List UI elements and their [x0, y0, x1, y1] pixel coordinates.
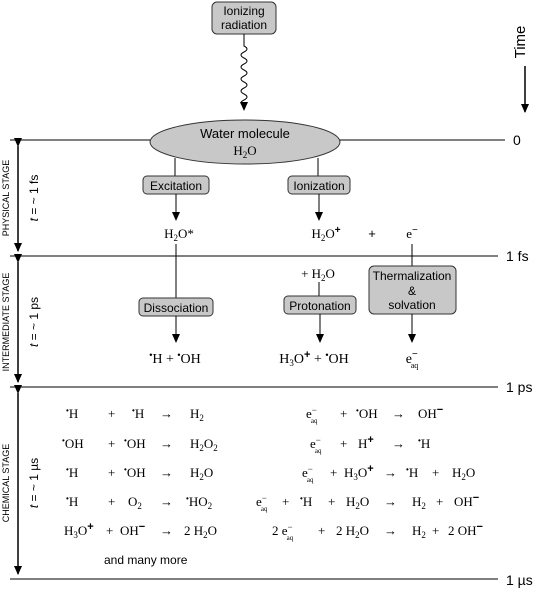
physical-stage-label: PHYSICAL STAGE [1, 160, 11, 237]
excitation-label: Excitation [150, 179, 202, 193]
time-axis-label: Time [512, 26, 529, 59]
reaction-left-4: •H+O2→•HO2 [66, 494, 212, 511]
free-electron: e− [406, 225, 418, 241]
water-molecule-ellipse [149, 119, 341, 165]
reaction-right-4: e−aq+•H+H2O→H2+OH− [256, 492, 479, 513]
physical-stage-duration: t = ~ 1 fs [27, 175, 41, 222]
intermediate-stage-label: INTERMEDIATE STAGE [1, 273, 11, 372]
time-mark-1ps: 1 ps [506, 379, 532, 395]
reaction-left-5: H3O++OH−→2 H2O [64, 521, 217, 540]
time-mark-1fs: 1 fs [506, 248, 529, 264]
ionizing-radiation-line1: Ionizing [223, 4, 264, 18]
reaction-left-2: •OH+•OH→H2O2 [62, 436, 218, 453]
reaction-left-1: •H+•H→H2 [66, 406, 204, 423]
thermalization-line3: solvation [388, 298, 435, 312]
reactions-left: •H+•H→H2 •OH+•OH→H2O2 •H+•OH→H2O •H+O2→•… [62, 406, 218, 540]
thermalization-line1: Thermalization [373, 269, 452, 283]
water-molecule-label: Water molecule [200, 126, 290, 141]
radiation-wave-icon [240, 34, 248, 111]
and-many-more-note: and many more [104, 553, 188, 567]
protonation-products: H3O+ + •OH [279, 349, 348, 368]
time-mark-1us: 1 µs [506, 572, 533, 588]
protonation-label: Protonation [289, 299, 350, 313]
reactions-right: e−aq+•OH→OH− e−aq+H+→•H e−aq+H3O+→•H+H2O… [256, 404, 483, 542]
plus-water: + H2O [301, 266, 335, 283]
thermalization-line2: & [408, 284, 416, 298]
reaction-right-1: e−aq+•OH→OH− [306, 404, 443, 425]
intermediate-stage-duration: t = ~ 1 ps [27, 297, 41, 347]
reaction-right-2: e−aq+H+→•H [310, 434, 430, 455]
dissociation-products: •H + •OH [149, 350, 201, 367]
ionizing-radiation-line2: radiation [221, 18, 267, 32]
reaction-right-5: 2 e−aq+2 H2O→H2+2 OH− [272, 521, 483, 542]
dissociation-label: Dissociation [144, 301, 209, 315]
water-molecule-formula: H2O [233, 143, 256, 160]
chemical-stage-label: CHEMICAL STAGE [1, 444, 11, 523]
plus-sign: + [368, 226, 376, 241]
excited-water: H2O* [164, 226, 194, 243]
ionization-label: Ionization [293, 179, 344, 193]
water-cation: H2O+ [311, 225, 340, 243]
solvated-electron: e−aq [406, 349, 419, 370]
time-mark-0: 0 [513, 132, 521, 148]
chemical-stage-duration: t = ~ 1 µs [27, 458, 41, 508]
reaction-right-3: e−aq+H3O+→•H+H2O [302, 463, 475, 484]
reaction-left-3: •H+•OH→H2O [66, 465, 213, 482]
